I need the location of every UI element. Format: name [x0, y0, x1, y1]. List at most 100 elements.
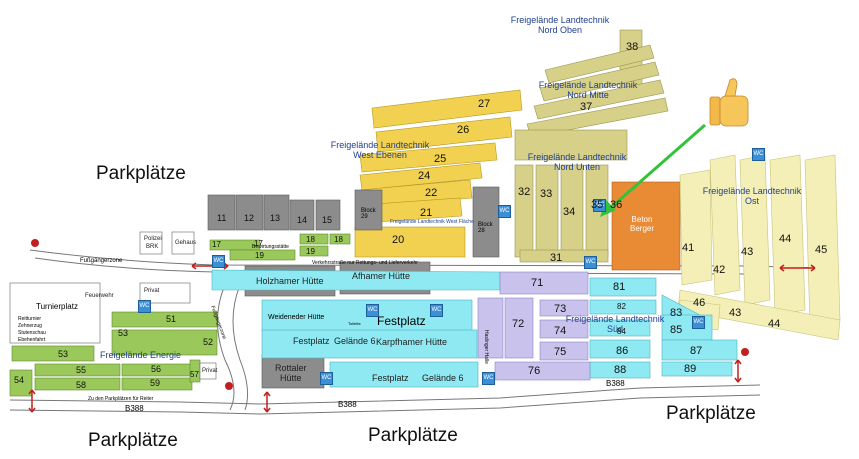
plot-number: 89 [684, 363, 697, 375]
hall-weideneder: Weideneder Hütte [268, 314, 325, 321]
wc-icon: WC [692, 316, 705, 329]
lavender-area [477, 271, 591, 381]
label-toilette: Toilette [348, 321, 361, 326]
label-festplatz: Festplatz [293, 336, 330, 346]
plot-number: 81 [613, 281, 626, 293]
plot-number: 75 [554, 346, 567, 358]
plot-number: 52 [203, 337, 214, 347]
plot-number: 21 [420, 207, 433, 219]
label-gelaende6: Gelände 6 [334, 336, 376, 346]
plot-number: 87 [690, 345, 703, 357]
plot-number: 44 [779, 233, 792, 245]
no-entry-signs [31, 239, 749, 390]
wc-icon: WC [593, 199, 606, 212]
plot-number: 35 [591, 199, 604, 211]
arrow-icon [600, 123, 706, 217]
plot-number: 58 [76, 380, 87, 390]
plot-number: 25 [434, 153, 447, 165]
plot-number: 17 [212, 240, 221, 249]
plot-number: 12 [244, 213, 255, 223]
label-polizei: Polizei [144, 236, 162, 242]
plot-number: 51 [166, 314, 177, 324]
hall-festplatz: Festplatz [377, 314, 426, 328]
plot-number: 55 [76, 365, 87, 375]
olive-rows [526, 29, 669, 138]
plot-number: 56 [151, 364, 162, 374]
west-ebenen [354, 89, 523, 258]
label-gelaende6-south: Gelände 6 [422, 373, 464, 383]
wc-icon: WC [320, 372, 333, 385]
plot-number: 45 [815, 244, 828, 256]
energie-area [9, 233, 351, 397]
plot-number: 54 [14, 375, 25, 385]
plot-number: 59 [150, 378, 161, 388]
plot-number: 22 [425, 187, 438, 199]
parking-label: Parkplätze [88, 430, 178, 451]
plot-number: 36 [610, 199, 623, 211]
plot-number: 86 [616, 345, 629, 357]
thumbs-up-icon [709, 78, 749, 127]
wc-icon: WC [498, 205, 511, 218]
label-turnierplatz: Turnierplatz [36, 302, 78, 311]
road-b388: B388 [606, 379, 625, 388]
label-verkehr: Verkehrsstraße nur Rettungs- und Lieferv… [312, 260, 418, 266]
region-energie: Freigelände Energie [100, 350, 182, 360]
plot-number: 38 [626, 41, 639, 53]
plot-number: 71 [531, 277, 544, 289]
road-b388: B388 [125, 404, 144, 413]
red-arrows [28, 262, 816, 413]
parking-label: Parkplätze [368, 425, 458, 446]
plot-number: 43 [741, 246, 754, 258]
label-privat: Privat [202, 368, 218, 374]
label-zu-parkplatz: Zu den Parkplätzen für Reiter [88, 396, 154, 402]
hall-karpfhamer: Karpfhamer Hütte [376, 337, 448, 347]
wc-icon: WC [482, 372, 495, 385]
plot-number: 20 [392, 234, 405, 246]
outline-buildings [9, 231, 217, 380]
wc-icon: WC [430, 304, 443, 317]
plot-number: 42 [713, 264, 726, 276]
wc-icon: WC [212, 255, 225, 268]
plot-number: 14 [297, 215, 308, 225]
plot-number: 31 [550, 252, 563, 264]
plot-number: 46 [693, 297, 706, 309]
label-festplatz-south: Festplatz [372, 373, 409, 383]
plot-number: 32 [518, 186, 531, 198]
plot-number: 88 [614, 364, 627, 376]
label-fussgaenger: Fußgängerzone [80, 258, 123, 264]
plot-number: 57 [190, 370, 199, 379]
wc-icon: WC [138, 300, 151, 313]
wc-icon: WC [584, 256, 597, 269]
parking-label: Parkplätze [666, 403, 756, 424]
plot-number: 11 [217, 213, 227, 223]
road-b388: B388 [338, 400, 357, 409]
plot-number: 53 [118, 328, 129, 338]
plot-number: 19 [255, 251, 264, 260]
plot-number: 24 [418, 170, 431, 182]
nord-unten [514, 129, 628, 263]
plot-number: 18 [306, 235, 315, 244]
plot-number: 72 [512, 318, 525, 330]
parking-label: Parkplätze [96, 163, 186, 184]
label-bewirt: Bewirtungsstätte [252, 244, 289, 250]
plot-number: 18 [334, 235, 343, 244]
plot-number: 73 [554, 303, 567, 315]
region-west-flaeche: Freigelände Landtechnik West Fläche [390, 219, 474, 225]
plot-number: 82 [617, 302, 626, 311]
plot-number: 84 [617, 327, 626, 336]
plot-number: 13 [270, 213, 281, 223]
hall-holzhamer: Holzhamer Hütte [256, 276, 324, 286]
ost-area [677, 154, 841, 341]
plot-number: 41 [682, 242, 695, 254]
plot-number: 85 [670, 324, 683, 336]
